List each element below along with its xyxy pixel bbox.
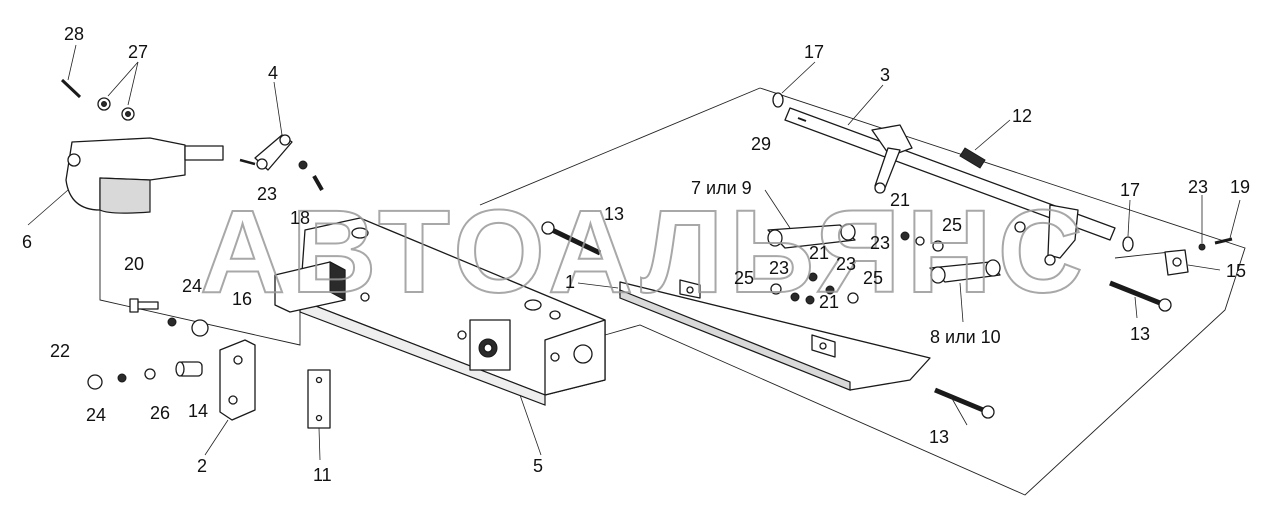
small-fasteners — [770, 231, 944, 305]
callout-24a: 24 — [182, 276, 202, 296]
callout-8-or-10: 8 или 10 — [930, 327, 1001, 347]
watermark-text: АВТОАЛЬЯНС — [200, 186, 1089, 318]
callout-21a: 21 — [890, 190, 910, 210]
callout-25c: 25 — [863, 268, 883, 288]
callout-13c: 13 — [929, 427, 949, 447]
leader-lines — [27, 44, 1241, 461]
callout-7-or-9: 7 или 9 — [691, 178, 752, 198]
part-16-plate — [191, 319, 209, 337]
callout-3: 3 — [880, 65, 890, 85]
part-26-washer — [144, 368, 156, 380]
callout-5: 5 — [533, 456, 543, 476]
callout-26: 26 — [150, 403, 170, 423]
callout-11: 11 — [313, 465, 332, 485]
part-17-ring-b — [1122, 236, 1134, 252]
callout-13a: 13 — [604, 204, 624, 224]
callout-21b: 21 — [809, 243, 829, 263]
part-11-strip — [307, 369, 331, 429]
part-4-lever — [239, 134, 293, 171]
part-19-bolt — [1214, 237, 1233, 245]
part-15-block — [1164, 249, 1189, 276]
part-23-nut-e — [1198, 243, 1206, 251]
part-20-bolt — [129, 298, 159, 313]
callout-21c: 21 — [819, 292, 839, 312]
part-3-shaft — [784, 107, 1116, 266]
callout-18: 18 — [290, 208, 310, 228]
part-24-washer-b — [167, 317, 177, 327]
callout-4: 4 — [268, 63, 278, 83]
part-23-nut-a — [298, 160, 308, 170]
callout-22: 22 — [50, 341, 70, 361]
callout-16: 16 — [232, 289, 252, 309]
callout-labels: 28 27 4 23 18 6 20 24 16 22 24 26 14 2 1… — [22, 24, 1250, 485]
part-13-pin-a — [541, 221, 602, 256]
callout-17b: 17 — [1120, 180, 1140, 200]
part-7-or-9-hinge — [767, 223, 856, 249]
part-18-bolt — [312, 175, 324, 191]
part-27-washers — [97, 97, 135, 121]
callout-29: 29 — [751, 134, 771, 154]
callout-17a: 17 — [804, 42, 824, 62]
callout-25b: 25 — [734, 268, 754, 288]
callout-19: 19 — [1230, 177, 1250, 197]
part-6-actuator — [65, 137, 224, 214]
callout-20: 20 — [124, 254, 144, 274]
callout-28: 28 — [64, 24, 84, 44]
callout-15: 15 — [1226, 261, 1246, 281]
part-13-pin-c — [934, 387, 995, 419]
callout-24b: 24 — [86, 405, 106, 425]
callout-14: 14 — [188, 401, 208, 421]
callout-23c: 23 — [769, 258, 789, 278]
callout-27: 27 — [128, 42, 148, 62]
part-22-nut — [87, 374, 103, 390]
callout-12: 12 — [1012, 106, 1032, 126]
callout-13b: 13 — [1130, 324, 1150, 344]
part-1-plate — [619, 279, 931, 391]
callout-25a: 25 — [942, 215, 962, 235]
part-29-pin — [797, 117, 807, 122]
part-2-bracket — [219, 339, 256, 421]
callout-23e: 23 — [1188, 177, 1208, 197]
callout-23d: 23 — [836, 254, 856, 274]
part-14-bushing — [175, 361, 203, 377]
part-13-pin-b — [1109, 280, 1172, 312]
callout-23b: 23 — [870, 233, 890, 253]
callout-2: 2 — [197, 456, 207, 476]
part-12-spring — [959, 147, 986, 169]
part-17-ring-a — [772, 92, 784, 108]
part-8-or-10-hinge — [929, 259, 1001, 284]
part-24-washer-a — [117, 373, 127, 383]
part-5-frame-beam — [274, 217, 606, 406]
part-28-bolt — [60, 78, 82, 99]
callout-23a: 23 — [257, 184, 277, 204]
callout-6: 6 — [22, 232, 32, 252]
callout-1: 1 — [565, 272, 575, 292]
